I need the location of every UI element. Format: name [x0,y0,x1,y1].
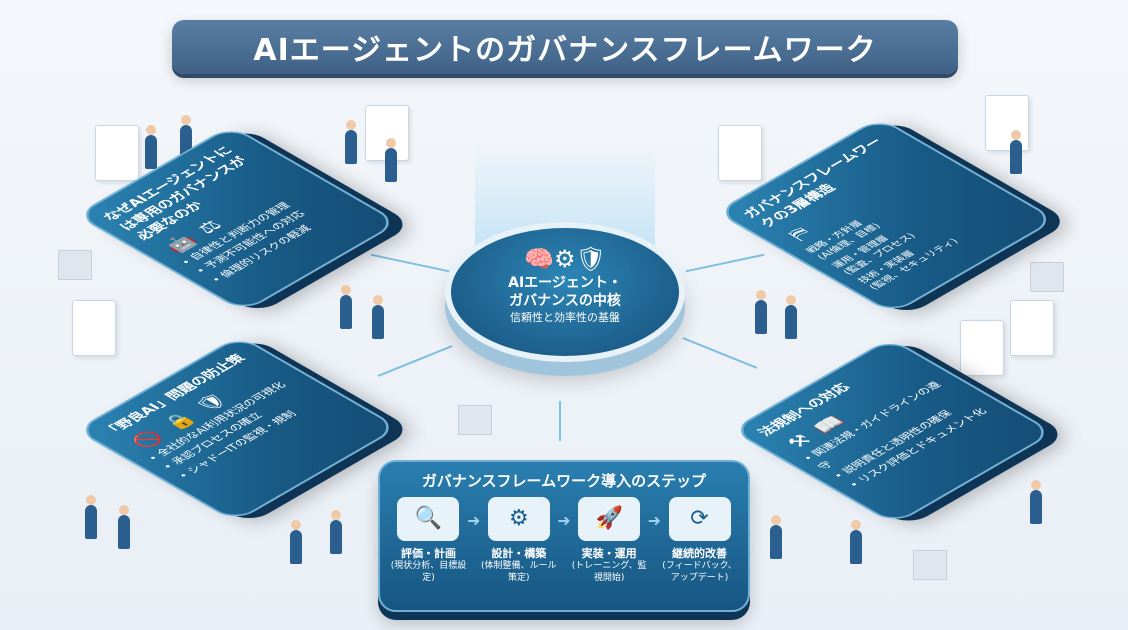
person-figure [290,520,302,564]
cube-icon [1030,262,1064,292]
person-figure [118,505,130,549]
step-name: 評価・計画 [400,547,456,560]
connector-arrow [559,401,561,441]
person-figure [770,515,782,559]
document-icon [960,320,1004,376]
person-figure [345,120,357,164]
core-title-line2: ガバナンスの中核 [509,293,621,310]
step-implement-operate: 🚀 実装・運用(トレーニング、監視開始) [571,497,648,584]
person-figure [755,290,767,334]
person-figure [340,285,352,329]
arrow-right-icon: ➜ [557,511,571,530]
panel-title: ガバナンスフレームワーク導入のステップ [421,472,707,490]
step-detail: (体制整備、ルール策定) [481,561,557,583]
blueprint-gear-icon: ⚙ [487,497,550,541]
person-figure [785,295,797,339]
person-figure [85,495,97,539]
step-name: 実装・運用 [581,547,637,560]
step-assess-plan: 🔍 評価・計画(現状分析、目標設定) [390,497,467,584]
panel-implementation-steps: ガバナンスフレームワーク導入のステップ 🔍評価・計画(現状分析、目標設定) ➜ … [378,460,750,612]
chart-screen-icon [985,95,1029,151]
gear-icon: ⚙ [553,245,576,273]
step-name: 設計・構築 [491,547,547,560]
core-title-line1: AIエージェント・ [508,275,622,291]
step-design-build: ⚙ 設計・構築(体制整備、ルール策定) [480,497,557,584]
step-detail: (現状分析、目標設定) [390,561,467,583]
layer-stack-flag-icon: ⛿ [782,223,816,243]
person-figure [372,295,384,339]
cube-icon [58,250,92,280]
step-detail: (トレーニング、監視開始) [571,561,647,583]
page-title: AIエージェントのガバナンスフレームワーク [172,20,958,74]
chart-screen-icon [72,300,116,356]
core-subtitle: 信頼性と効率性の基盤 [510,311,620,325]
rocket-icon: 🚀 [578,497,641,541]
step-detail: (フィードバック、アップデート) [662,561,737,583]
person-figure [330,510,342,554]
arrow-right-icon: ➜ [466,511,481,530]
person-figure [1010,130,1022,174]
step-name: 継続的改善 [672,547,727,560]
cube-icon [458,405,492,435]
core-hub: 🧠⚙🛡 AIエージェント・ ガバナンスの中核 信頼性と効率性の基盤 [445,222,685,362]
chart-screen-icon [718,125,762,181]
chart-screen-icon [95,125,139,181]
connector-arrow [377,345,453,377]
person-figure [850,520,862,564]
person-figure [145,125,157,169]
person-figure [1030,480,1042,524]
step-continuous-improvement: ⟳ 継続的改善(フィードバック、アップデート) [661,497,738,584]
magnifier-icon: 🔍 [397,497,460,541]
cube-icon [913,550,947,580]
brain-icon: 🧠 [524,245,554,273]
certificate-icon [1010,300,1054,356]
arrow-right-icon: ➜ [647,511,662,530]
connector-arrow [685,253,765,273]
panel-regulation: 法規制への対応 ⚒📖 関連法規・ガイドラインの遵守 説明責任と透明性の確保 リス… [730,337,1055,525]
person-figure [385,138,397,182]
shield-check-icon: 🛡 [575,245,606,273]
refresh-chart-icon: ⟳ [668,497,731,541]
panel-rogue-ai: 「野良AI」問題の防止策 🚫🔒🛡 全社的なAI利用状況の可視化 承認プロセスの確… [75,335,400,523]
connector-arrow [682,337,758,369]
connector-arrow [370,253,450,273]
